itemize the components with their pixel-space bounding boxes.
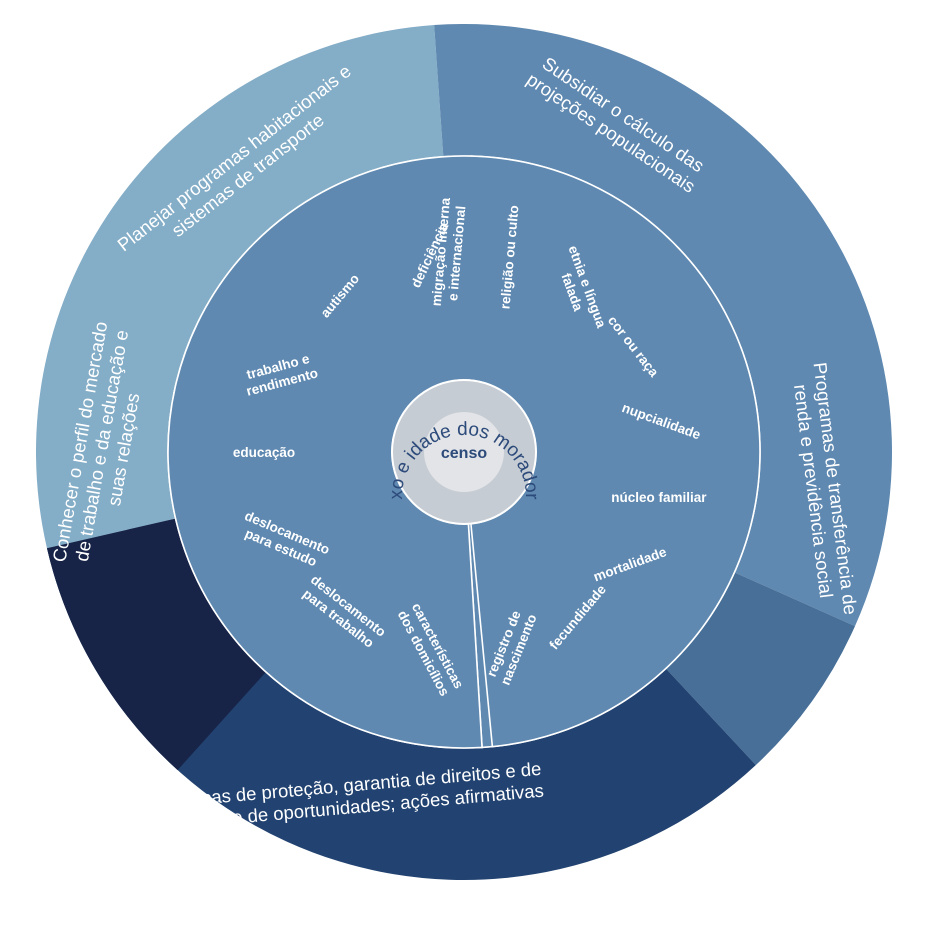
topic-nucleo-familiar-label: núcleo familiar — [611, 490, 707, 505]
theme-labor-education-sector — [46, 518, 266, 771]
theme-income-transfer-sector — [665, 572, 855, 766]
outer-theme-ring — [36, 23, 893, 881]
center-label: censo — [441, 445, 487, 462]
theme-protection-policies-sector — [46, 518, 756, 881]
theme-population-projections-sector — [434, 23, 893, 627]
hub-center-disc — [424, 412, 504, 492]
inner-topic-ring — [167, 155, 761, 749]
topic-educacao-label: educação — [233, 445, 295, 460]
theme-housing-transport-sector — [36, 25, 444, 549]
